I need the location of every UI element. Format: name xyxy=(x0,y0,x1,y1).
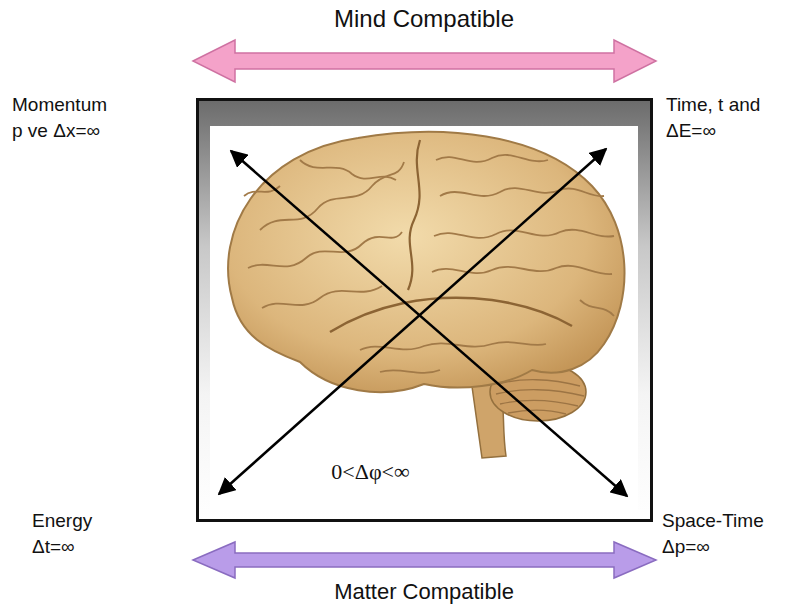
axis-label: Mind Compatible xyxy=(334,6,514,32)
brain-illustration xyxy=(228,132,624,458)
frame-box: 0<Δφ<∞ xyxy=(196,98,653,522)
corner-label: Energy Δt=∞ xyxy=(32,508,116,559)
corner-label: Space-Time Δp=∞ xyxy=(662,508,786,559)
corner-label: Momentum p ve Δx=∞ xyxy=(12,92,114,143)
diagonal-arrow xyxy=(219,149,606,494)
axis-label: Matter Compatible xyxy=(334,580,514,604)
mind-arrow xyxy=(193,40,656,82)
diagonal-arrow xyxy=(231,151,627,496)
frame-band xyxy=(196,98,653,522)
formula-text: 0<Δφ<∞ xyxy=(331,459,409,485)
frame-inner xyxy=(210,126,638,510)
corner-label: Time, t and ΔE=∞ xyxy=(666,92,786,143)
matter-arrow xyxy=(193,542,656,578)
